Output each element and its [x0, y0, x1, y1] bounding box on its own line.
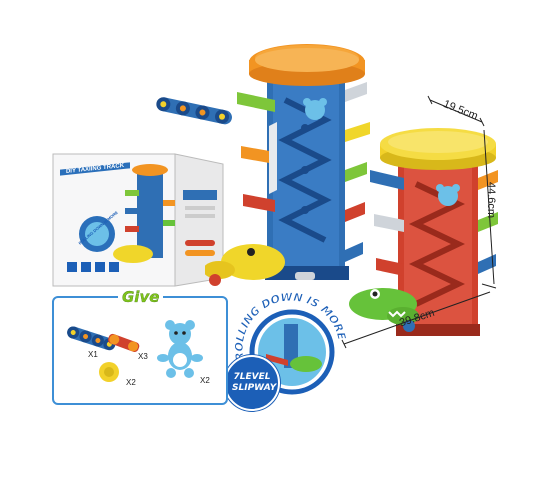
blue-car-chain-qty: X1 [88, 350, 98, 359]
height-dimension-label: 44.6cm [485, 182, 497, 219]
red-car-item [108, 333, 140, 352]
red-car-qty: X3 [138, 352, 148, 361]
product-box [52, 153, 224, 287]
blue-car-chain-item [67, 326, 116, 351]
give-title: Give [118, 288, 164, 306]
slipway-badge-text: 7LEVEL SLIPWAY [232, 372, 277, 393]
slipway-badge: 7LEVEL SLIPWAY [224, 355, 280, 411]
blue-tower-toy [205, 44, 370, 286]
bear-figure-qty: X2 [200, 376, 210, 385]
bear-figure-item [157, 320, 203, 378]
yellow-wheel-qty: X2 [126, 378, 136, 387]
car-chain-illustration [156, 97, 232, 125]
yellow-wheel-item [99, 362, 119, 382]
green-croc-toy [349, 288, 419, 332]
red-tower-toy [370, 128, 498, 336]
